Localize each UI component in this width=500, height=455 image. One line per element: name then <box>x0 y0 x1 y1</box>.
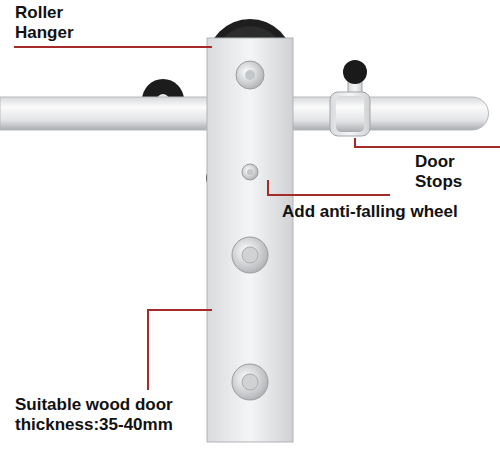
hanger-strap <box>207 38 293 442</box>
callout-label: Add anti-falling wheel <box>282 202 458 222</box>
door-stop <box>330 60 370 136</box>
callout-label: Roller Hanger <box>15 3 95 43</box>
callout-label: Door Stops <box>415 152 477 192</box>
callout-label: Suitable wood door thickness:35-40mm <box>15 395 205 435</box>
bolt <box>232 61 268 400</box>
leader-line <box>14 47 500 390</box>
